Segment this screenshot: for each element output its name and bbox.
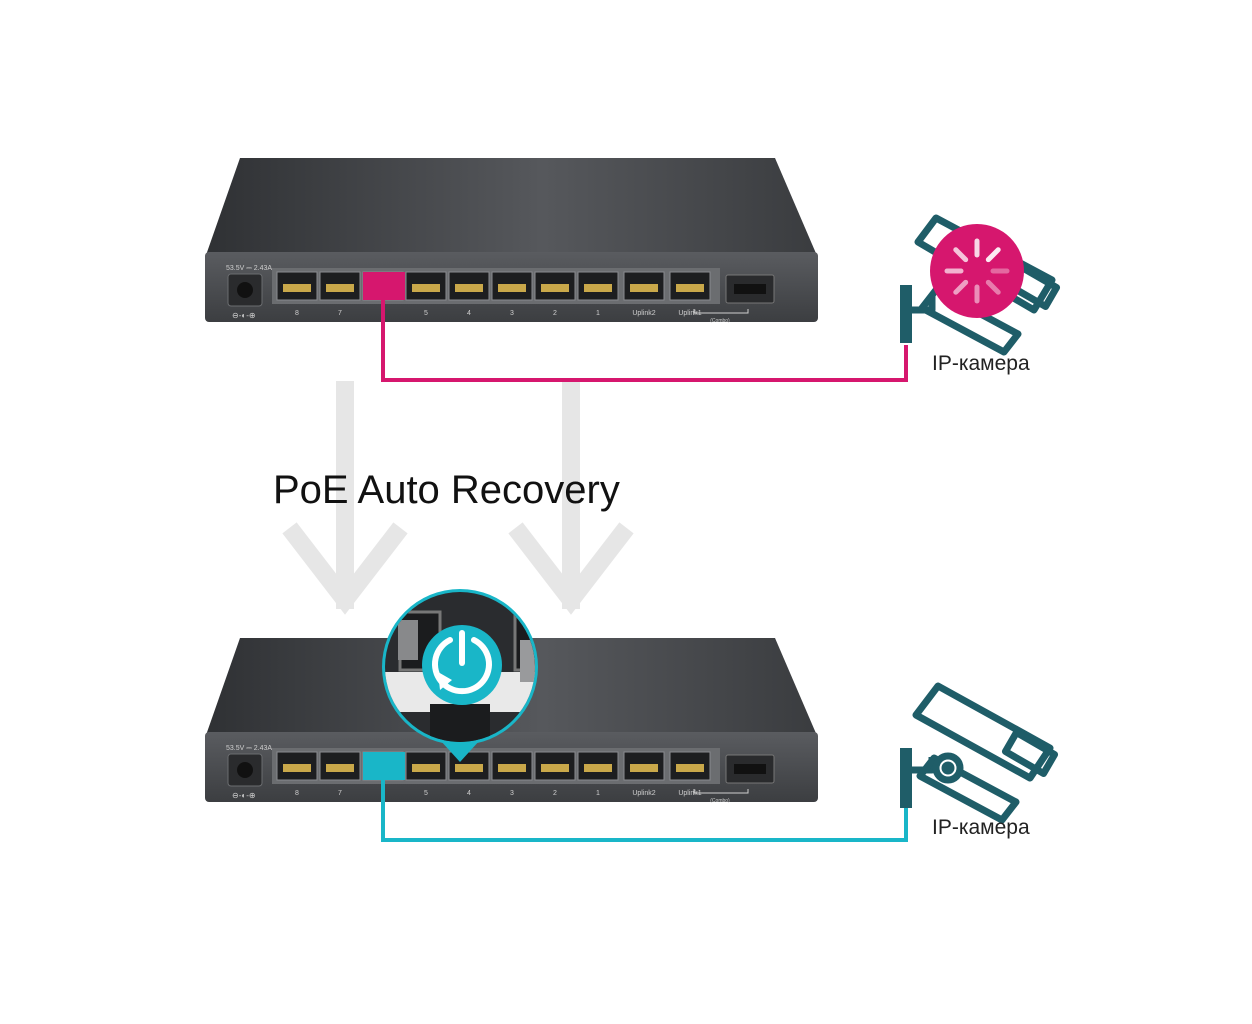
power-rating-label: 53.5V ⎓ 2.43A [226,265,272,272]
port-contacts [455,764,483,772]
port-label: 7 [338,310,342,317]
port-label: 7 [338,790,342,797]
port-label: 5 [424,310,428,317]
port-contacts [541,764,569,772]
combo-bracket [693,309,749,314]
port-label: 3 [510,790,514,797]
ip-camera-top-label: IP-камера [932,352,1030,375]
port-label: Uplink2 [632,790,655,797]
diagram-title: PoE Auto Recovery [273,468,620,512]
port-contacts [455,284,483,292]
port-contacts [498,764,526,772]
port-label: 3 [510,310,514,317]
port-label: 2 [553,790,557,797]
power-jack-hole [237,762,253,778]
sfp-opening [734,764,766,774]
port-zoom-callout [382,589,538,762]
spinner-tick [953,279,969,295]
port-contacts [326,764,354,772]
port-contacts [630,284,658,292]
power-jack-hole [237,282,253,298]
power-rating-label: 53.5V ⎓ 2.43A [226,745,272,752]
polarity-symbol: ⊖-◐-⊕ [232,791,256,800]
port-contacts [541,284,569,292]
port-contacts [584,284,612,292]
port-label: Uplink1 [678,790,701,797]
spinner-tick [985,247,1001,263]
port-label: 8 [295,790,299,797]
port-contacts [412,764,440,772]
port-label: 8 [295,310,299,317]
switch-top-panel [205,158,818,258]
polarity-symbol: ⊖-◐-⊕ [232,311,256,320]
port-label: 5 [424,790,428,797]
port-contacts [412,284,440,292]
arrow-left [282,381,408,615]
port-contacts [676,764,704,772]
port-contacts [676,284,704,292]
port-label: 4 [467,310,471,317]
port-contacts [584,764,612,772]
port-contacts [630,764,658,772]
faulted-port-highlight [363,272,405,300]
arrow-right [508,381,634,615]
sfp-opening [734,284,766,294]
port-label: 4 [467,790,471,797]
port-label: 1 [596,790,600,797]
port-label: Uplink1 [678,310,701,317]
port-contacts [326,284,354,292]
recovered-port-highlight [363,752,405,780]
port-contacts [498,284,526,292]
spinner-tick [953,247,969,263]
loading-spinner-icon [930,224,1024,318]
combo-bracket [693,789,749,794]
combo-label: (Combo) [710,318,730,324]
combo-label: (Combo) [710,798,730,804]
spinner-tick [985,279,1001,295]
ip-camera-bottom [900,682,1059,824]
port-label: Uplink2 [632,310,655,317]
port-label: 1 [596,310,600,317]
recovered-connection-line [381,780,908,842]
port-contacts [283,284,311,292]
port-contacts [283,764,311,772]
port-label: 2 [553,310,557,317]
down-arrows [282,381,634,615]
fault-connection-line [381,300,908,382]
power-recovery-icon [422,625,502,705]
ip-camera-bottom-label: IP-камера [932,816,1030,839]
